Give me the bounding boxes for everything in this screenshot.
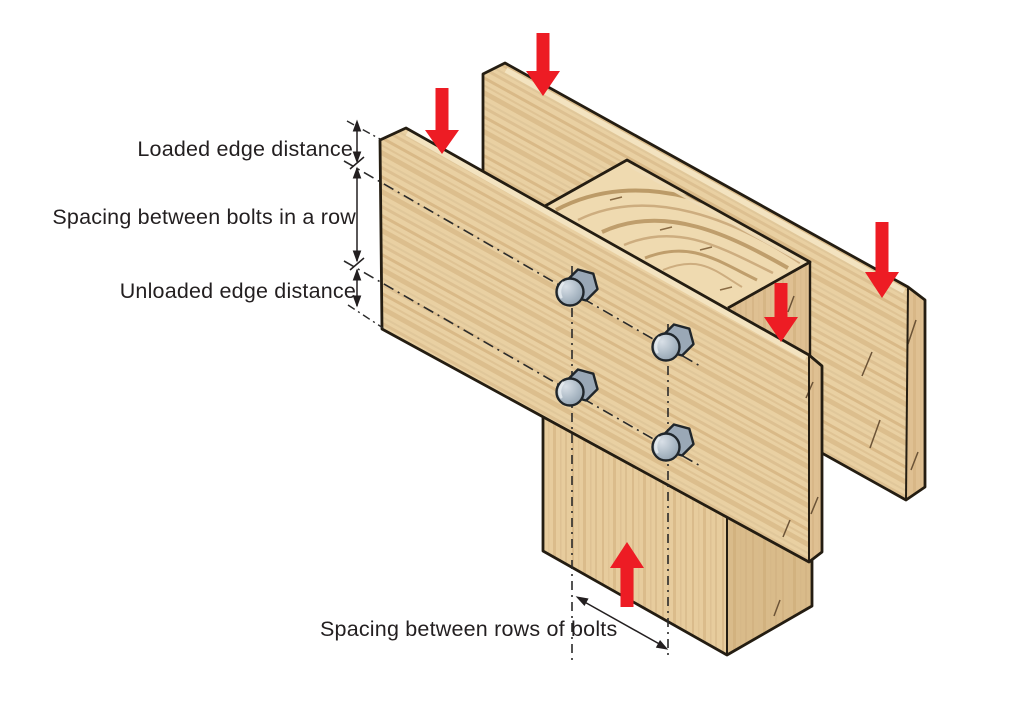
back-plank-chamfer-highlight (504, 67, 906, 294)
extension-line-top-edge (346, 120, 381, 140)
front-plank-chamfer-highlight (405, 130, 808, 361)
load-arrow-down-1 (425, 88, 459, 154)
construction-lines (343, 120, 703, 660)
load-arrow-down-3 (764, 283, 798, 342)
load-arrow-down-2 (526, 33, 560, 96)
wood-crack-mark (773, 599, 781, 617)
load-arrow-up-reaction (610, 542, 644, 607)
extension-line-bottom-edge (347, 304, 384, 329)
dim-tick (349, 156, 365, 170)
beam-top-face (545, 160, 810, 308)
label-spacing-bolts-in-row: Spacing between bolts in a row (52, 205, 356, 229)
wood-crack-marks (861, 319, 919, 471)
load-arrows (425, 33, 899, 607)
label-spacing-rows-of-bolts: Spacing between rows of bolts (320, 617, 617, 641)
label-loaded-edge-distance: Loaded edge distance (137, 137, 353, 161)
wood-crack-mark (787, 295, 795, 313)
load-arrow-down-4 (865, 222, 899, 298)
label-unloaded-edge-distance: Unloaded edge distance (120, 279, 356, 303)
row-spacing-dimension (575, 596, 669, 650)
vertical-dimension-lines (349, 119, 365, 308)
diagram-labels: Loaded edge distance Spacing between bol… (52, 137, 617, 641)
dim-tick (349, 257, 365, 271)
front-plank (378, 126, 824, 564)
